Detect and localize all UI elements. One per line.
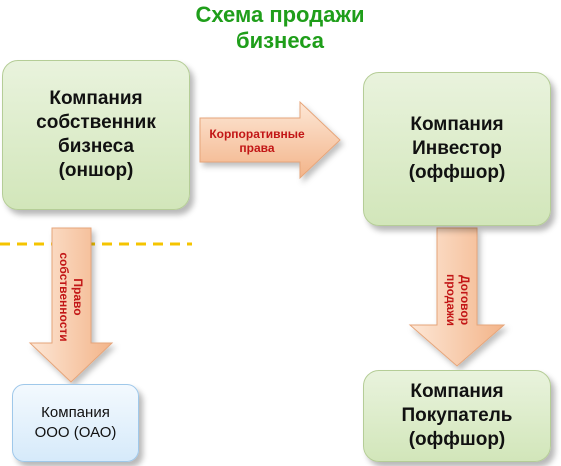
diagram-title: Схема продажи бизнеса <box>195 2 365 53</box>
sale-contract-arrow <box>408 227 506 367</box>
llc-company-box: Компания ООО (ОАО) <box>12 384 139 462</box>
buyer-company-label: Компания Покупатель (оффшор) <box>401 381 513 450</box>
investor-company-label: Компания Инвестор (оффшор) <box>408 114 506 183</box>
corporate-rights-arrow <box>199 100 341 180</box>
sale-contract-label: Договор продажи <box>444 274 472 326</box>
ownership-arrow <box>28 227 114 383</box>
ownership-label: Право собственности <box>57 252 85 342</box>
llc-company-label: Компания ООО (ОАО) <box>34 404 117 441</box>
investor-company-box: Компания Инвестор (оффшор) <box>363 72 551 226</box>
owner-company-box: Компания собственник бизнеса (оншор) <box>2 60 190 210</box>
owner-company-label: Компания собственник бизнеса (оншор) <box>36 88 156 181</box>
buyer-company-box: Компания Покупатель (оффшор) <box>363 370 551 462</box>
corporate-rights-label: Корпоративные права <box>209 127 305 155</box>
